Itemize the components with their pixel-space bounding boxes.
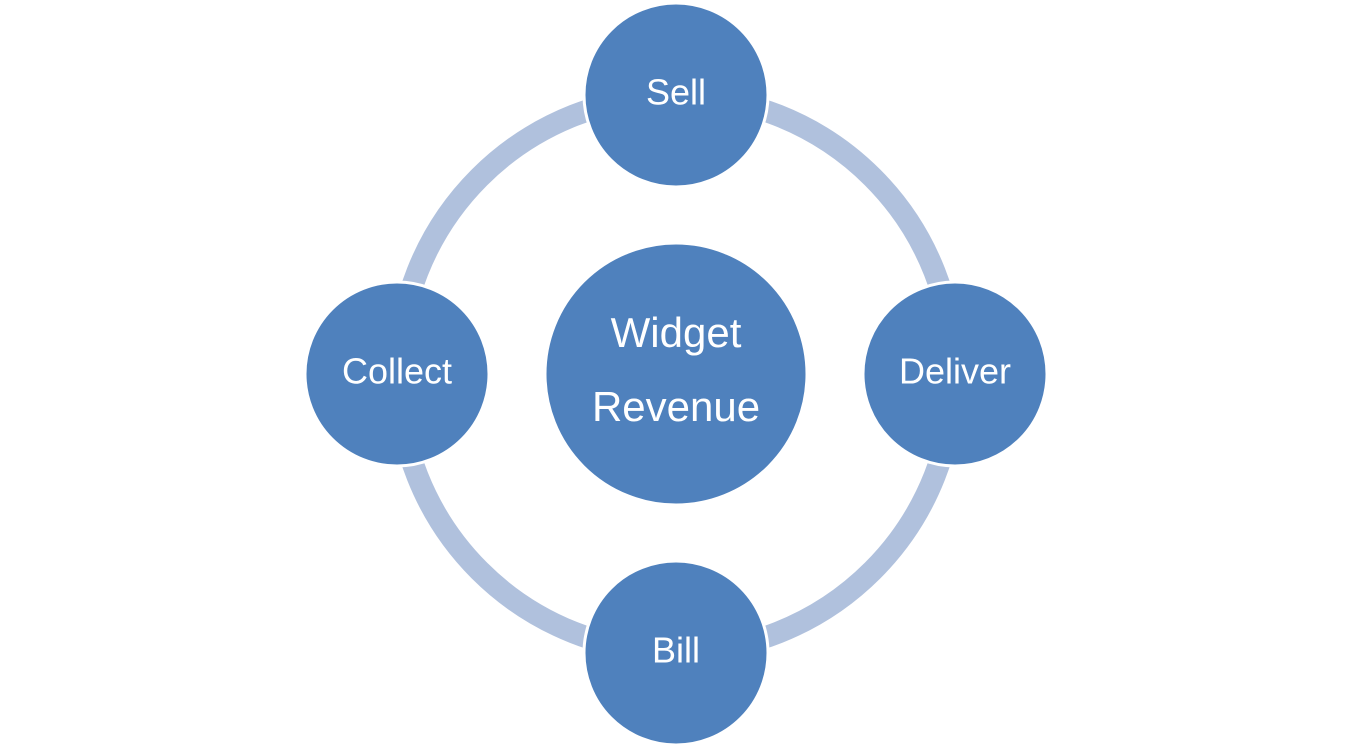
center-node-label-line2: Revenue <box>592 383 760 430</box>
center-node-circle <box>543 241 809 507</box>
node-collect-label: Collect <box>342 351 452 392</box>
node-bill: Bill <box>582 559 770 747</box>
node-bill-label: Bill <box>652 630 700 671</box>
node-collect: Collect <box>303 280 491 468</box>
node-collect-circle <box>303 280 491 468</box>
center-node-label-line1: Widget <box>611 309 742 356</box>
node-deliver: Deliver <box>861 280 1049 468</box>
node-sell-circle <box>582 1 770 189</box>
node-deliver-label: Deliver <box>899 351 1011 392</box>
node-bill-circle <box>582 559 770 747</box>
node-deliver-circle <box>861 280 1049 468</box>
node-sell: Sell <box>582 1 770 189</box>
center-node: Widget Revenue <box>543 241 809 507</box>
node-sell-label: Sell <box>646 72 706 113</box>
